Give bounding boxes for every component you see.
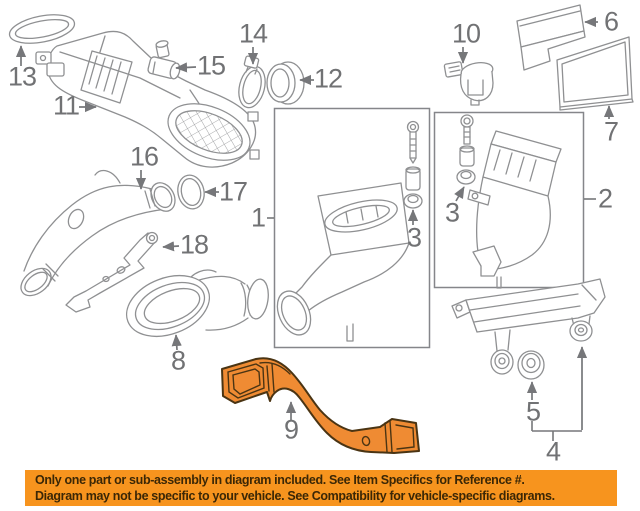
part-1-lower-housing [276,182,410,342]
part-15-sensor [147,40,181,80]
callout-3a: 3 [406,222,422,253]
banner-line-2: Diagram may not be specific to your vehi… [35,489,555,503]
disclaimer-banner: Only one part or sub-assembly in diagram… [25,470,617,506]
part-3-mounting-hardware-2 [456,114,476,185]
hatched-panel [80,50,133,104]
callout-12: 12 [313,63,343,94]
part-6-air-filter [516,4,586,71]
bracket-4 [531,421,582,441]
callout-9: 9 [283,414,299,445]
callout-5: 5 [525,396,541,427]
callout-4: 4 [545,436,561,467]
callout-17: 17 [218,176,248,207]
callout-1: 1 [250,202,266,233]
callout-14: 14 [238,18,268,49]
part-14-hose-clamp [238,55,266,109]
callout-2: 2 [597,183,613,214]
part-16-intake-tube [20,169,176,297]
part-17-o-ring [177,174,205,210]
callout-11: 11 [52,90,80,121]
sub-assembly-box-2 [433,111,585,289]
fitting [35,51,52,65]
bracket-grommet-right [569,320,593,342]
spacer-sleeve [459,147,475,167]
arrow-15 [175,62,197,73]
callout-16: 16 [129,141,159,172]
callout-arrows [15,16,615,441]
part-10-sensor [443,61,494,106]
part-8-intake-duct [125,269,269,337]
clamp-screw [243,55,260,69]
banner-line-1: Only one part or sub-assembly in diagram… [35,473,525,487]
arrow-3b [454,186,465,202]
callout-7: 7 [603,116,619,147]
sub-assembly-box-1 [273,107,431,349]
callout-15: 15 [196,50,226,81]
part-11-upper-housing [35,30,260,168]
part-3-mounting-hardware [403,120,423,209]
spacer-sleeve [405,168,421,191]
part-7-air-filter [556,36,634,111]
callout-10: 10 [451,18,481,49]
part-9-highlighted-air-duct [221,357,420,454]
part-12-seal-ring [266,61,305,105]
part-4-mounting-bracket [451,278,606,375]
callout-6: 6 [603,6,619,37]
arrow-18 [162,241,180,252]
callout-13: 13 [7,61,37,92]
part-5-grommet [517,350,545,380]
tube-stub [67,208,85,230]
bolt [406,120,420,134]
arrow-8 [171,334,182,351]
callout-18: 18 [179,229,209,260]
callout-8: 8 [170,345,186,376]
part-18-bracket [65,231,159,313]
part-2-lower-housing [467,130,562,289]
bolt [460,114,474,128]
part-13-seal-ring [8,14,76,44]
callout-3b: 3 [444,197,460,228]
